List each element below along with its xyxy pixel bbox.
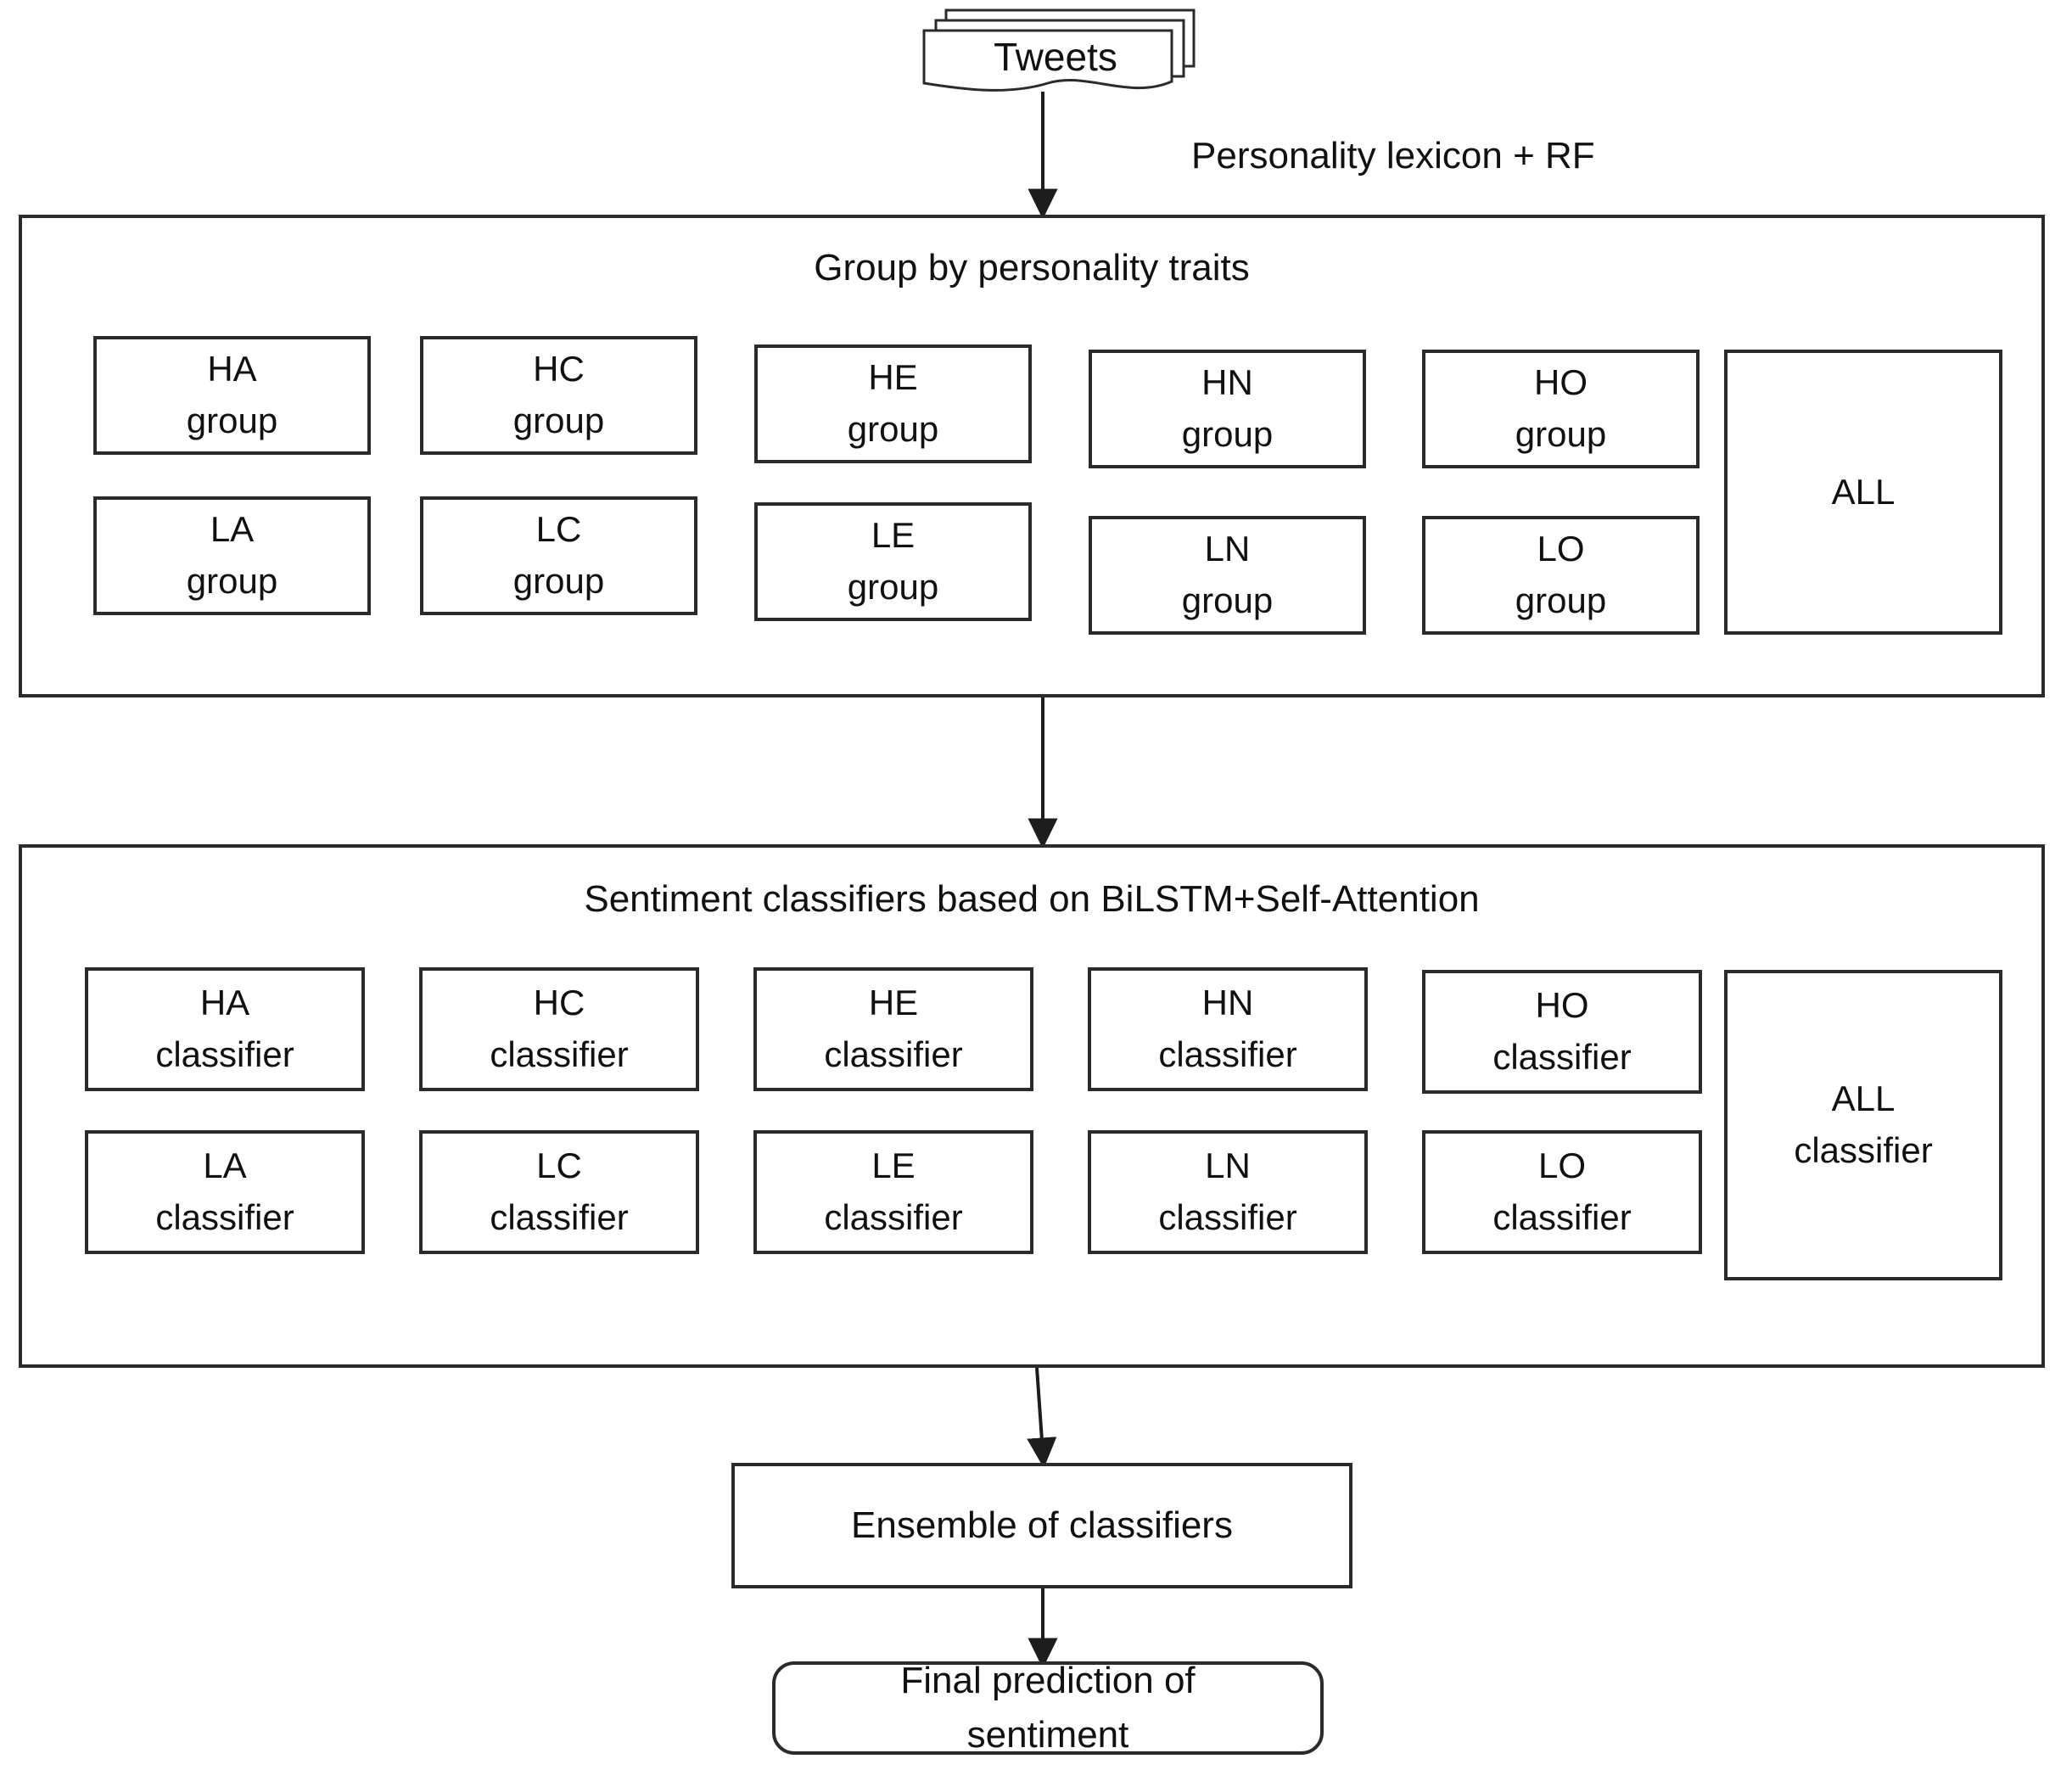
node-lo-classifier-line2: classifier <box>1492 1197 1632 1237</box>
node-le-classifier[interactable]: LE classifier <box>753 1130 1033 1254</box>
node-la-group-line1: LA <box>210 509 255 550</box>
node-la-classifier-line2: classifier <box>155 1197 294 1237</box>
node-ho-classifier-line1: HO <box>1535 985 1589 1026</box>
group-by-personality-traits-section: Group by personality traits <box>19 215 2045 697</box>
node-hc-group-line2: group <box>512 400 605 440</box>
node-lc-group[interactable]: LC group <box>420 496 697 615</box>
node-all-group-line1: ALL <box>1831 471 1896 512</box>
final-prediction-line2: sentiment <box>966 1714 1129 1756</box>
node-he-group[interactable]: HE group <box>754 344 1032 463</box>
node-he-classifier[interactable]: HE classifier <box>753 967 1033 1091</box>
ensemble-label: Ensemble of classifiers <box>851 1504 1233 1547</box>
node-lo-group-line2: group <box>1515 580 1607 620</box>
node-lo-group[interactable]: LO group <box>1422 516 1700 635</box>
node-lo-classifier-line1: LO <box>1537 1145 1587 1186</box>
node-hn-classifier-line1: HN <box>1201 983 1254 1023</box>
node-hc-classifier-line1: HC <box>533 983 585 1023</box>
node-lc-classifier[interactable]: LC classifier <box>419 1130 699 1254</box>
node-hc-group[interactable]: HC group <box>420 336 697 455</box>
sentiment-classifiers-section: Sentiment classifiers based on BiLSTM+Se… <box>19 844 2045 1368</box>
node-lc-group-line2: group <box>512 561 605 601</box>
node-le-group[interactable]: LE group <box>754 502 1032 621</box>
multi-document-icon <box>922 8 1196 92</box>
node-ha-group-line1: HA <box>207 349 257 389</box>
node-all-group[interactable]: ALL <box>1724 350 2002 635</box>
edge-label-personality-lexicon-rf: Personality lexicon + RF <box>1191 135 1595 176</box>
node-la-group-line2: group <box>186 561 278 601</box>
node-he-classifier-line2: classifier <box>824 1034 963 1074</box>
node-ho-group-line2: group <box>1515 414 1607 454</box>
node-ho-group-line1: HO <box>1534 362 1588 403</box>
node-ln-classifier-line1: LN <box>1205 1145 1251 1186</box>
node-hn-classifier-line2: classifier <box>1158 1034 1297 1074</box>
node-lo-classifier[interactable]: LO classifier <box>1422 1130 1702 1254</box>
node-hn-group-line1: HN <box>1201 362 1253 403</box>
node-ln-classifier-line2: classifier <box>1158 1197 1297 1237</box>
node-la-group[interactable]: LA group <box>93 496 371 615</box>
arrow-classifiers-to-ensemble <box>1027 1367 1057 1469</box>
node-hc-group-line1: HC <box>533 349 585 389</box>
node-hn-group[interactable]: HN group <box>1089 350 1366 468</box>
node-hc-classifier[interactable]: HC classifier <box>419 967 699 1091</box>
node-ha-group[interactable]: HA group <box>93 336 371 455</box>
node-hc-classifier-line2: classifier <box>490 1034 629 1074</box>
node-la-classifier[interactable]: LA classifier <box>85 1130 365 1254</box>
node-lc-classifier-line2: classifier <box>490 1197 629 1237</box>
node-le-classifier-line1: LE <box>871 1145 916 1186</box>
classifier-section-title: Sentiment classifiers based on BiLSTM+Se… <box>584 878 1480 920</box>
node-ho-classifier-line2: classifier <box>1492 1037 1632 1077</box>
node-he-group-line2: group <box>847 409 939 449</box>
group-section-title: Group by personality traits <box>814 247 1250 288</box>
node-ln-classifier[interactable]: LN classifier <box>1088 1130 1368 1254</box>
node-ln-group[interactable]: LN group <box>1089 516 1366 635</box>
node-la-classifier-line1: LA <box>203 1145 247 1186</box>
node-lc-group-line1: LC <box>535 509 582 550</box>
final-prediction-line1: Final prediction of <box>900 1660 1196 1702</box>
final-prediction-box[interactable]: Final prediction of sentiment <box>772 1660 1324 1756</box>
node-le-classifier-line2: classifier <box>824 1197 963 1237</box>
node-hn-group-line2: group <box>1181 414 1274 454</box>
node-all-classifier-line2: classifier <box>1794 1130 1933 1170</box>
tweets-source-node: Tweets <box>921 5 1201 98</box>
ensemble-of-classifiers-box[interactable]: Ensemble of classifiers <box>731 1463 1352 1588</box>
node-ho-group[interactable]: HO group <box>1422 350 1700 468</box>
node-all-classifier-line1: ALL <box>1831 1078 1896 1119</box>
node-lo-group-line1: LO <box>1537 529 1585 569</box>
node-ha-classifier-line1: HA <box>199 983 250 1023</box>
node-hn-classifier[interactable]: HN classifier <box>1088 967 1368 1091</box>
node-ln-group-line1: LN <box>1204 529 1251 569</box>
node-ha-classifier[interactable]: HA classifier <box>85 967 365 1091</box>
node-ha-group-line2: group <box>186 400 278 440</box>
node-all-classifier[interactable]: ALL classifier <box>1724 970 2002 1280</box>
node-ho-classifier[interactable]: HO classifier <box>1422 970 1702 1094</box>
node-le-group-line2: group <box>847 567 939 607</box>
tweets-label: Tweets <box>994 35 1117 79</box>
node-he-group-line1: HE <box>868 357 918 398</box>
node-lc-classifier-line1: LC <box>536 1145 582 1186</box>
node-ln-group-line2: group <box>1181 580 1274 620</box>
node-ha-classifier-line2: classifier <box>155 1034 294 1074</box>
node-le-group-line1: LE <box>871 515 916 556</box>
node-he-classifier-line1: HE <box>868 983 919 1023</box>
